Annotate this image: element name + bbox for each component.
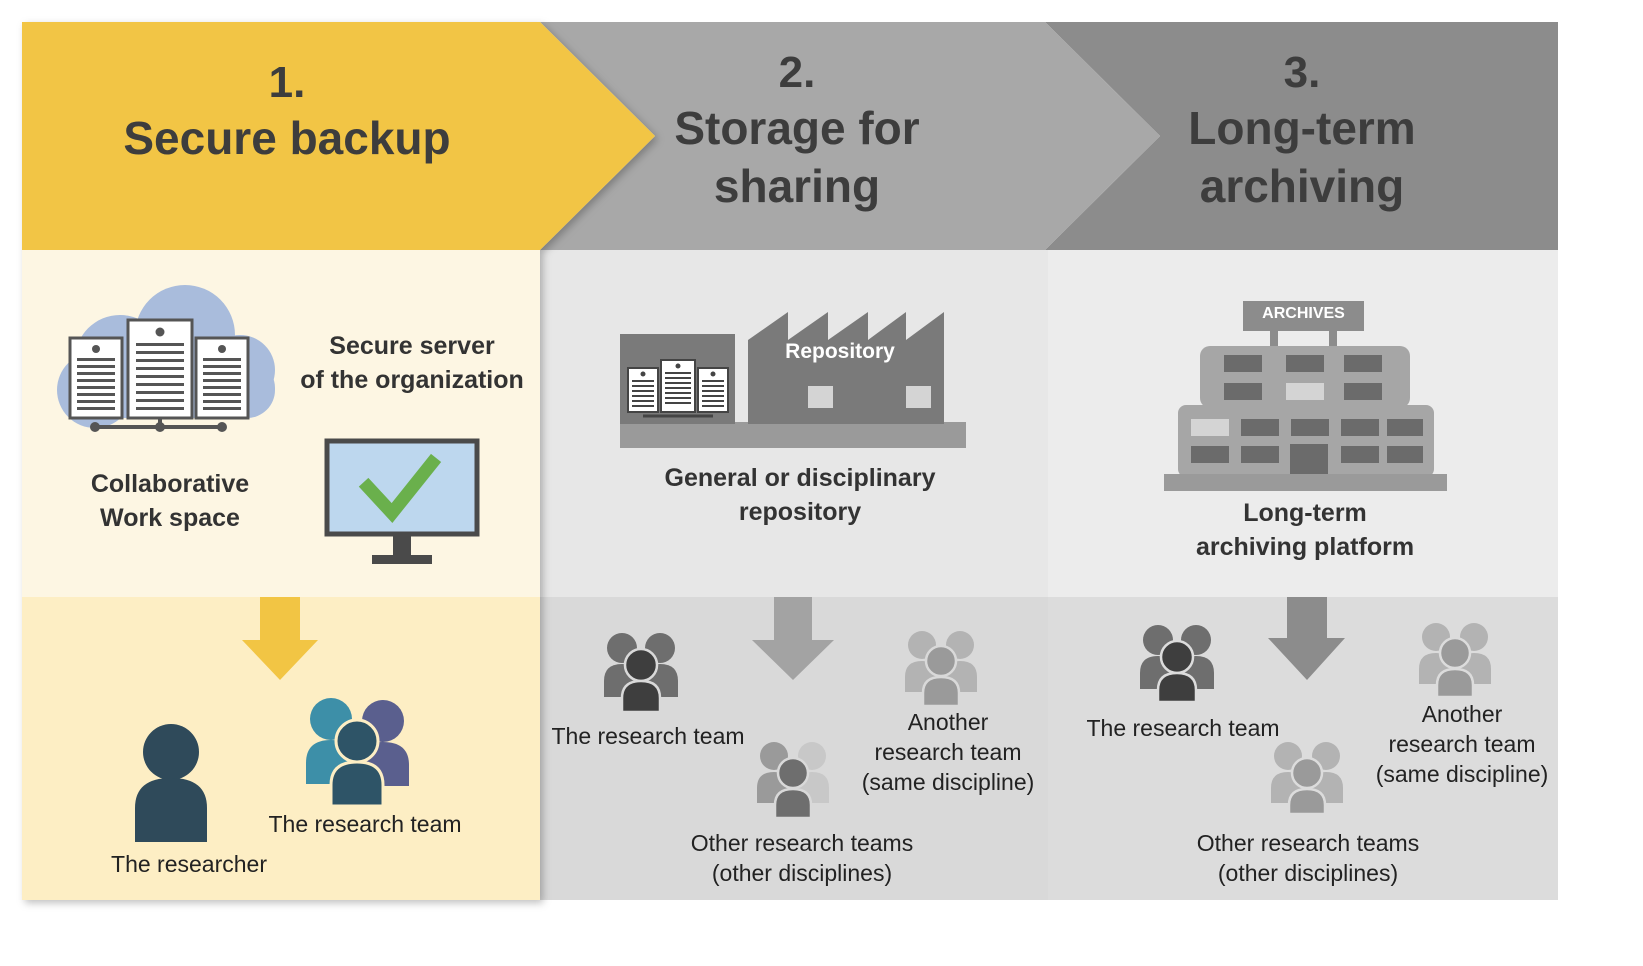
stage3-team-group-icon: [1140, 625, 1214, 704]
stage2-another-team-group-icon: [905, 631, 977, 708]
researcher-label: The researcher: [111, 851, 267, 877]
monitor-check-icon: [324, 438, 480, 564]
stage3-arrow-down-icon: [1268, 597, 1345, 680]
stage1-workspace-label: Collaborative Work space: [90, 470, 250, 532]
stage2-platform-label: General or disciplinary repository: [664, 464, 936, 526]
stage3-another-team-label: Another research team (same discipline): [1375, 701, 1549, 787]
stage1-title: Secure backup: [123, 112, 451, 164]
stage2-team-group-icon: [604, 633, 678, 714]
stage3-title: Long-term archiving: [1188, 102, 1416, 212]
stage3-header-bg: [1045, 22, 1558, 250]
stage2-arrow-down-icon: [752, 597, 834, 680]
stage3-other-teams-group-icon: [1271, 742, 1343, 816]
stage2-other-teams-group-icon: [757, 742, 829, 820]
cloud-server-icon: [57, 285, 275, 432]
stage1-group-icon: [306, 698, 409, 808]
stage2-title: Storage for sharing: [674, 102, 920, 212]
stage1-panel: [22, 22, 655, 900]
stage1-number: 1.: [268, 58, 306, 107]
stage1-server-label: Secure server of the organization: [300, 332, 524, 394]
stage2-number: 2.: [778, 48, 816, 97]
stage1-team-label: The research team: [268, 811, 462, 837]
stage2-team-label: The research team: [551, 723, 745, 749]
stage3-other-teams-label: Other research teams (other disciplines): [1196, 830, 1420, 886]
stage2-header-bg: [540, 22, 1160, 250]
archives-sign: ARCHIVES: [1262, 305, 1345, 322]
stage3-number: 3.: [1283, 48, 1321, 97]
stage1-arrow-down-icon: [242, 597, 318, 680]
stage2-another-team-label: Another research team (same discipline): [861, 709, 1035, 795]
stage3-platform-label: Long-term archiving platform: [1195, 499, 1415, 561]
stage3-team-label: The research team: [1086, 715, 1280, 741]
repository-sign: Repository: [785, 340, 895, 363]
researcher-person-icon: [135, 724, 207, 842]
stage2-other-teams-label: Other research teams (other disciplines): [690, 830, 914, 886]
repository-factory-icon: [620, 312, 966, 448]
archives-building-icon: [1164, 301, 1447, 491]
stage3-another-team-group-icon: [1419, 623, 1491, 699]
